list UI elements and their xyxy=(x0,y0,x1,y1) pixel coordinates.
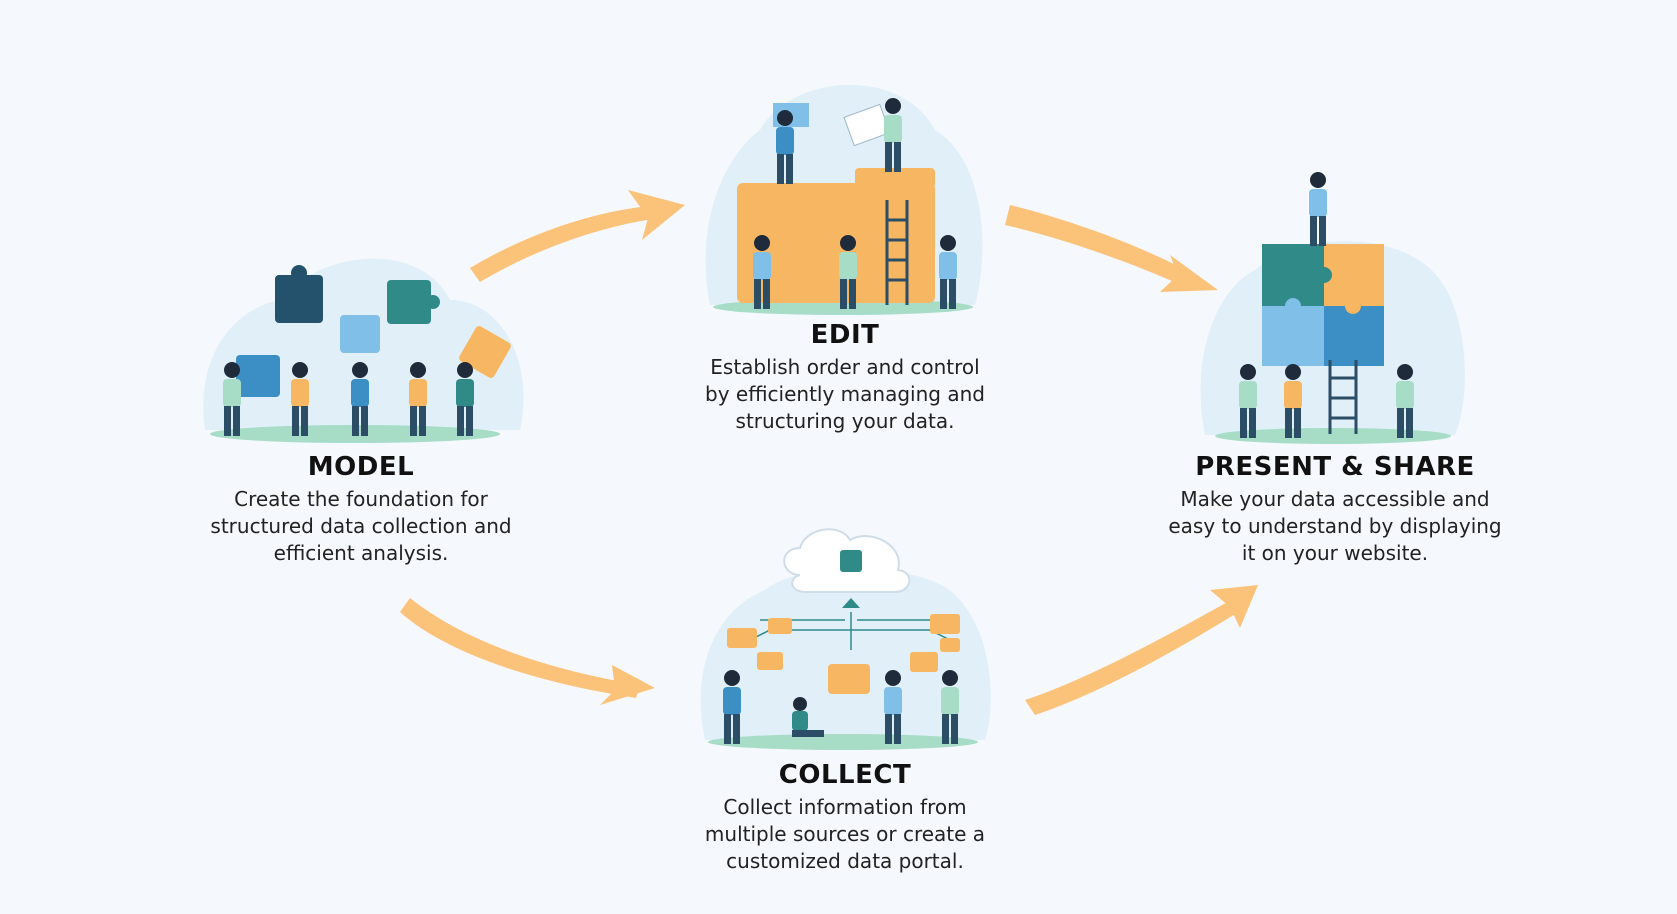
arrow-model-to-collect xyxy=(400,598,655,705)
edit-description: Establish order and control by efficient… xyxy=(675,354,1015,435)
present-share-description: Make your data accessible and easy to un… xyxy=(1135,486,1535,567)
model-title: MODEL xyxy=(307,452,415,482)
collect-step: COLLECT Collect information from multipl… xyxy=(675,760,1015,875)
collect-description-line: customized data portal. xyxy=(726,849,964,873)
model-description-line: efficient analysis. xyxy=(273,541,449,565)
arrow-model-to-edit xyxy=(470,190,685,282)
present-share-description-line: it on your website. xyxy=(1241,541,1429,565)
model-description: Create the foundation for structured dat… xyxy=(175,486,547,567)
edit-title: EDIT xyxy=(810,320,880,350)
model-description-line: Create the foundation for xyxy=(234,487,488,511)
edit-description-line: Establish order and control xyxy=(710,355,980,379)
present-share-description-line: easy to understand by displaying xyxy=(1168,514,1502,538)
model-description-line: structured data collection and xyxy=(210,514,512,538)
collect-title: COLLECT xyxy=(778,760,912,790)
collect-description-line: multiple sources or create a xyxy=(704,822,986,846)
present-share-illustration xyxy=(1200,172,1465,444)
edit-step: EDIT Establish order and control by effi… xyxy=(675,320,1015,435)
model-step: MODEL Create the foundation for structur… xyxy=(175,452,547,567)
collect-description-line: Collect information from xyxy=(723,795,967,819)
model-illustration xyxy=(203,258,524,443)
edit-description-line: by efficiently managing and xyxy=(705,382,985,406)
present-share-step: PRESENT & SHARE Make your data accessibl… xyxy=(1135,452,1535,567)
collect-illustration xyxy=(700,528,991,750)
collect-description: Collect information from multiple source… xyxy=(675,794,1015,875)
present-share-title: PRESENT & SHARE xyxy=(1195,452,1475,482)
edit-description-line: structuring your data. xyxy=(735,409,955,433)
edit-illustration xyxy=(705,84,983,315)
arrow-collect-to-present xyxy=(1025,585,1258,715)
present-share-description-line: Make your data accessible and xyxy=(1180,487,1490,511)
arrow-edit-to-present xyxy=(1005,205,1218,292)
